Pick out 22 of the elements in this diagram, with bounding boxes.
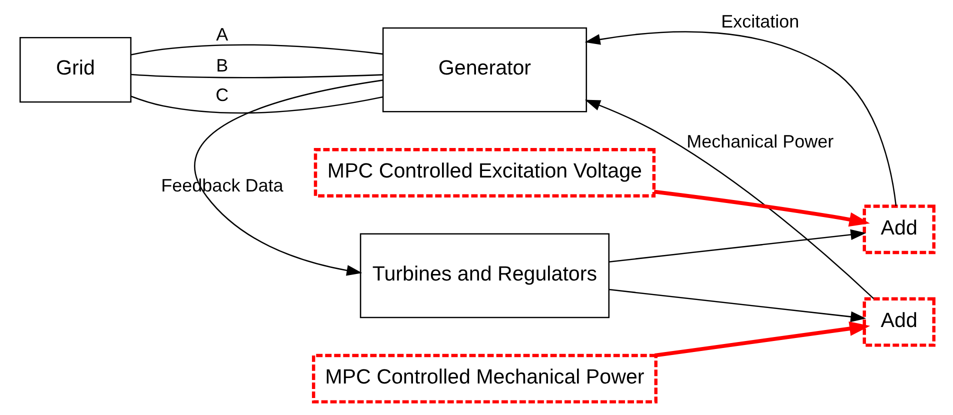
arrow — [653, 190, 870, 227]
edge-label: A — [216, 24, 228, 44]
node-box: MPC Controlled Mechanical Power — [311, 354, 657, 404]
node-box: Add — [862, 204, 935, 254]
connector — [130, 96, 382, 114]
arrow — [608, 229, 866, 262]
connector — [130, 74, 382, 78]
edge-label: B — [216, 55, 228, 76]
node-box: Grid — [19, 36, 131, 103]
arrow — [608, 288, 866, 322]
edge-label: Excitation — [720, 12, 799, 32]
node-box: Generator — [382, 27, 587, 112]
node-box: Turbines and Regulators — [359, 233, 610, 318]
edge-label: C — [215, 84, 228, 105]
arrow — [654, 322, 870, 358]
node-box: Add — [862, 297, 935, 347]
arrow — [584, 31, 896, 206]
node-box: MPC Controlled Excitation Voltage — [313, 148, 656, 198]
connector — [130, 44, 382, 56]
arrow — [194, 80, 383, 276]
arrow — [584, 100, 874, 300]
edge-label: Mechanical Power — [686, 131, 834, 152]
